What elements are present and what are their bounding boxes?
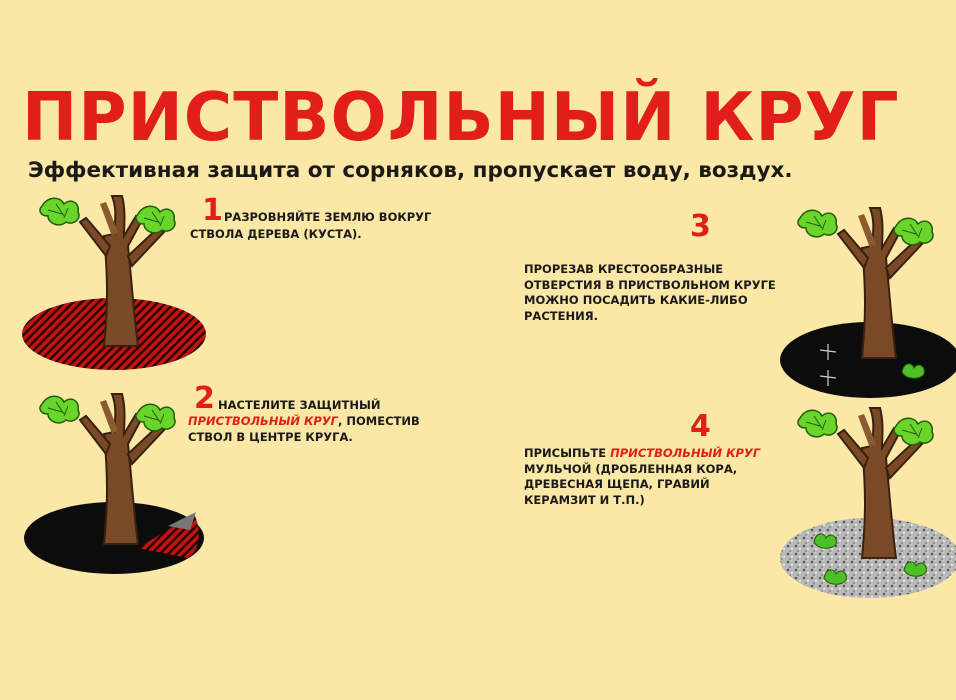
step-4-line: КЕРАМЗИТ И Т.П.) [524, 492, 645, 507]
step-1-line: СТВОЛА ДЕРЕВА (КУСТА). [190, 227, 362, 241]
step-2-line: НАСТЕЛИТЕ ЗАЩИТНЫЙ [218, 398, 381, 412]
page-title: ПРИСТВОЛЬНЫЙ КРУГ [22, 78, 900, 156]
step-1-text: РАЗРОВНЯЙТЕ ЗЕМЛЮ ВОКРУГ [224, 210, 431, 226]
tree-illustration-step-4 [780, 407, 956, 598]
step-2-text-cont: ПРИСТВОЛЬНЫЙ КРУГ, ПОМЕСТИВ СТВОЛ В ЦЕНТ… [188, 414, 420, 445]
tree-illustration-step-2 [24, 393, 204, 574]
step-4-line: МУЛЬЧОЙ (ДРОБЛЕННАЯ КОРА, [524, 461, 738, 476]
step-4-line: ДРЕВЕСНАЯ ЩЕПА, ГРАВИЙ [524, 477, 710, 491]
step-1-text-cont: СТВОЛА ДЕРЕВА (КУСТА). [190, 227, 362, 243]
step-2-text: НАСТЕЛИТЕ ЗАЩИТНЫЙ [218, 398, 381, 414]
step-3-number: 3 [690, 209, 711, 244]
step-1-line: РАЗРОВНЯЙТЕ ЗЕМЛЮ ВОКРУГ [224, 210, 432, 224]
page-subtitle: Эффективная защита от сорняков, пропуска… [28, 158, 793, 183]
step-4-highlight: ПРИСТВОЛЬНЫЙ КРУГ [610, 446, 761, 460]
step-2-highlight: ПРИСТВОЛЬНЫЙ КРУГ [188, 414, 339, 428]
step-4-text: ПРИСЫПЬТЕ ПРИСТВОЛЬНЫЙ КРУГ МУЛЬЧОЙ (ДРО… [524, 446, 760, 508]
step-3-line: ПРОРЕЗАВ КРЕСТООБРАЗНЫЕ [524, 262, 724, 276]
step-2-line: СТВОЛ В ЦЕНТРЕ КРУГА. [188, 429, 353, 444]
step-2-line: , ПОМЕСТИВ [338, 414, 420, 428]
step-3-line: РАСТЕНИЯ. [524, 308, 598, 323]
step-4-line: ПРИСЫПЬТЕ [524, 446, 611, 460]
step-4-number: 4 [690, 409, 711, 444]
step-2-number: 2 [194, 381, 215, 416]
tree-illustration-step-1 [22, 195, 206, 370]
step-1-number: 1 [202, 193, 223, 228]
step-3-line: ОТВЕРСТИЯ В ПРИСТВОЛЬНОМ КРУГЕ [524, 277, 776, 292]
tree-illustration-step-3 [780, 207, 956, 398]
step-3-text: ПРОРЕЗАВ КРЕСТООБРАЗНЫЕ ОТВЕРСТИЯ В ПРИС… [524, 262, 776, 324]
step-3-line: МОЖНО ПОСАДИТЬ КАКИЕ-ЛИБО [524, 293, 748, 307]
